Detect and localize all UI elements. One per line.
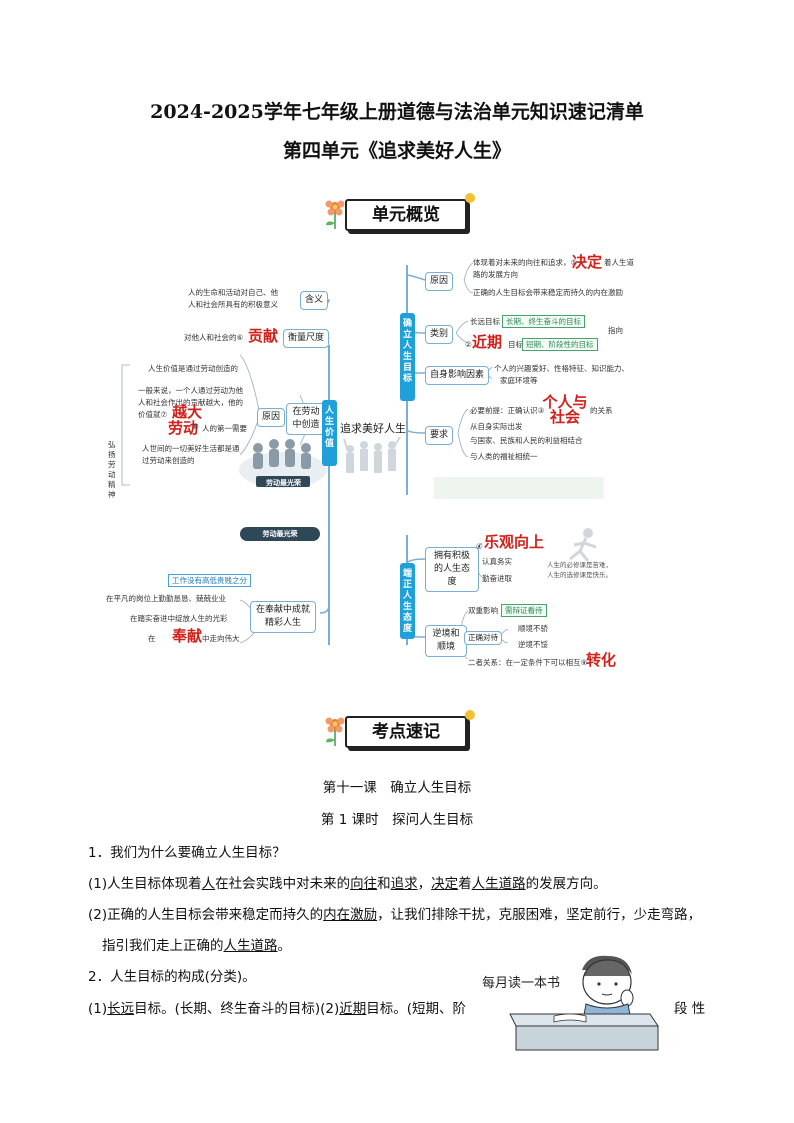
labor-text-4: 价值就⑦ <box>138 410 168 419</box>
positive-text-2: 勤奋进取 <box>482 574 512 583</box>
node-dedicate: 在奉献中成就精彩人生 <box>250 601 316 633</box>
labor-answer-2: 劳动 <box>168 419 199 437</box>
dot-icon <box>465 193 475 203</box>
question-2: 2．人生目标的构成(分类)。 <box>88 969 256 985</box>
dedicate-text-2: 在踏实奋进中绽放人生的光彩 <box>130 614 228 623</box>
adversity-text-2: 顺境不骄 <box>518 624 548 633</box>
node-type: 类别 <box>425 325 454 344</box>
page-title-line1: 2024-2025学年七年级上册道德与法治单元知识速记清单 <box>150 101 644 123</box>
adversity-text-1: 双重影响 <box>468 606 498 615</box>
req-text-3: 从自身实际出发 <box>470 422 523 431</box>
meaning-text-2: 人和社会所具有的积极意义 <box>188 300 278 309</box>
mind-map: 人的生命和活动对自己、他 人和社会所具有的积极意义 含义 对他人和社会的⑥ 贡献… <box>100 245 640 669</box>
labor-answer-1: 越大 <box>172 403 203 421</box>
node-adversity: 逆境和顺境 <box>425 625 467 657</box>
section-label: 单元概览 <box>345 199 467 231</box>
labor-text-1: 人生价值是通过劳动创造的 <box>148 364 238 373</box>
type-arrow-text: 指向 <box>608 326 623 335</box>
node-measure: 衡量尺度 <box>283 329 330 348</box>
dedicate-text-4: 中走向伟大 <box>202 634 240 643</box>
section-badge-key-points: 考点速记 <box>323 710 475 750</box>
type-text-1: 长远目标 <box>470 317 500 326</box>
positive-text-4: 人生的选修课是快乐。 <box>547 571 612 579</box>
vertical-label-labor-spirit: 弘扬劳动精神 <box>108 440 116 499</box>
workers-illustration <box>239 439 327 488</box>
node-meaning: 含义 <box>300 291 329 310</box>
measure-answer: 贡献 <box>248 327 279 345</box>
measure-text: 对他人和社会的⑥ <box>184 333 244 342</box>
mindmap-center: 追求美好人生 <box>340 422 406 435</box>
runner-illustration <box>569 528 597 562</box>
illustration-caption: 每月读一本书 <box>482 976 561 991</box>
positive-text-1: 认真务实 <box>482 557 512 566</box>
dedicate-answer: 奉献 <box>172 627 203 645</box>
positive-answer: 乐观向上 <box>484 533 545 551</box>
branch-life-goal: 确立人生目标 <box>400 313 415 401</box>
labor-banner-2: 劳动最光荣 <box>240 527 320 541</box>
type-text-2: 目标 <box>508 340 523 349</box>
lesson-heading: 第十一课 确立人生目标 <box>322 780 472 796</box>
self-text-1: 个人的兴趣爱好、性格特征、知识能力、 <box>494 364 629 373</box>
labor-text-5: ⑧ <box>192 422 199 431</box>
labor-text-8: 过劳动来创造的 <box>142 456 195 465</box>
section-badge-overview: 单元概览 <box>323 193 475 233</box>
adversity-dialectic-box: 需辩证看待 <box>501 604 547 617</box>
answer-1-2-line2: 指引我们走上正确的人生道路。 <box>102 938 291 954</box>
req-text-5: 与人类的福祉相统一 <box>470 452 538 461</box>
crowd-illustration <box>343 437 401 473</box>
req-text-4: 与国家、民族和人民的利益相结合 <box>470 436 583 445</box>
question-1: 1．我们为什么要确立人生目标？ <box>88 845 286 861</box>
labor-text-2: 一般来说，一个人通过劳动为他 <box>138 386 243 395</box>
adversity-answer: 转化 <box>586 651 617 669</box>
req-text-1: 必要前提：正确认识③ <box>470 406 545 415</box>
period-heading: 第 1 课时 探问人生目标 <box>320 812 474 828</box>
cause-text-1: 体现着对未来的向往和追求，⑤ <box>473 258 578 267</box>
dedicate-text-3: 在 <box>148 634 156 643</box>
branch-life-value: 人生价值 <box>322 400 337 466</box>
flower-icon <box>325 200 345 229</box>
meaning-text-1: 人的生命和活动对自己、他 <box>188 288 278 297</box>
answer-1-2: (2)正确的人生目标会带来稳定而持久的内在激励，让我们排除干扰，克服困难，坚定前… <box>88 907 702 923</box>
branch-life-attitude: 端正人生态度 <box>400 563 415 639</box>
cause-text-4: 正确的人生目标会带来稳定而持久的内在激励 <box>473 288 623 297</box>
node-labor: 在劳动中创造 <box>286 403 326 435</box>
type-long-term-box: 长期、终生奋斗的目标 <box>502 315 585 328</box>
answer-2-1-end: 段 性 <box>674 1001 706 1017</box>
req-answer: 个人与社会 <box>542 393 588 426</box>
dot-icon <box>465 710 475 720</box>
page-title-line2: 第四单元《追求美好人生》 <box>282 140 511 162</box>
cause-text-2: 着人生道 <box>604 258 634 267</box>
boy-reading-icon <box>509 955 659 1051</box>
answer-2-1: (1)长远目标。(长期、终生奋斗的目标)(2)近期目标。(短期、阶 <box>88 1001 467 1017</box>
dedicate-box: 工作没有高低贵贱之分 <box>168 574 251 587</box>
positive-text-3: 人生的必修课是苦难， <box>547 561 612 569</box>
blank-block <box>434 477 604 499</box>
labor-text-7: 人世间的一切美好生活都是通 <box>142 444 240 453</box>
node-self-factors: 自身影响因素 <box>425 366 490 385</box>
positive-prefix: ④ <box>476 542 483 551</box>
dedicate-text-1: 在平凡的岗位上勤勤恳恳、兢兢业业 <box>106 594 226 603</box>
type-answer: 近期 <box>472 333 503 351</box>
labor-text-6: 人的第一需要 <box>202 424 247 433</box>
node-cause: 原因 <box>425 272 454 291</box>
type-short-term-box: 短期、阶段性的目标 <box>522 338 598 351</box>
node-requirements: 要求 <box>425 426 454 445</box>
labor-text-3: 人和社会作出的贡献越大，他的 <box>138 398 243 407</box>
adversity-text-3: 逆境不馁 <box>518 640 548 649</box>
answer-1-1: (1)人生目标体现着人在社会实践中对未来的向往和追求，决定着人生道路的发展方向。 <box>88 876 607 892</box>
node-treat-correctly: 正确对待 <box>464 631 502 645</box>
node-reason-left: 原因 <box>257 408 286 427</box>
cause-text-3: 路的发展方向 <box>473 270 518 279</box>
adversity-text-4: 二者关系：在一定条件下可以相互⑨ <box>468 658 588 667</box>
self-text-2: 家庭环境等 <box>500 376 538 385</box>
flower-icon <box>325 717 345 746</box>
type-circled: ② <box>465 340 472 349</box>
reading-illustration: 每月读一本书 <box>470 952 670 1052</box>
cause-answer: 决定 <box>572 253 603 271</box>
section-label: 考点速记 <box>345 716 467 748</box>
node-positive-attitude: 拥有积极的人生态度 <box>425 547 479 592</box>
labor-banner: 劳动最光荣 <box>266 479 301 487</box>
req-text-2: 的关系 <box>590 406 613 415</box>
